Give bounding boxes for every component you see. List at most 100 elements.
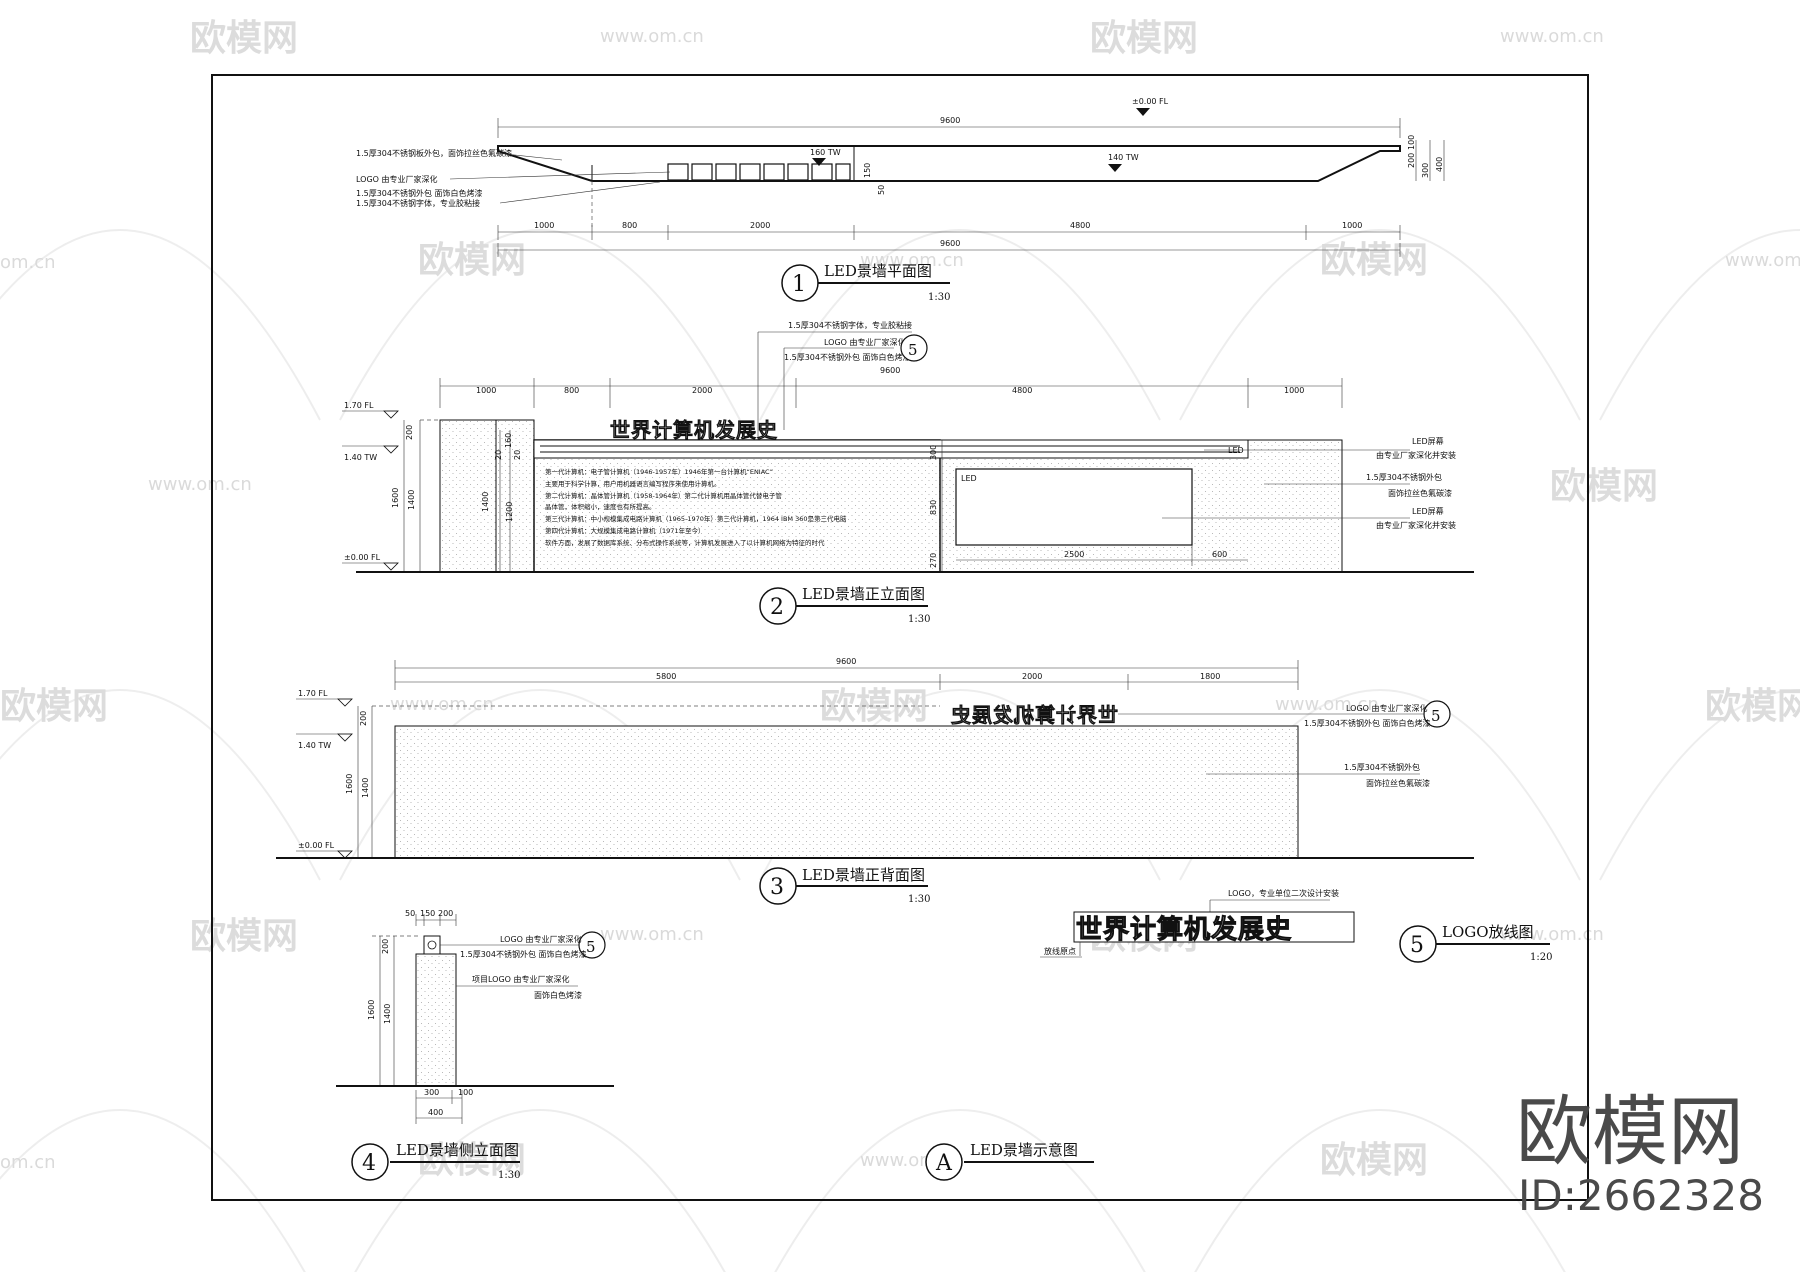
watermark-brand: 欧模网 bbox=[820, 686, 928, 727]
front-height-inner: 20 bbox=[513, 450, 522, 460]
back-headline-mirrored: 世界计算机发展史 bbox=[950, 703, 1118, 727]
logo-layout-view: LOGO，专业单位二次设计安装 世界计算机发展史 放线原点 5 LOGO放线图 … bbox=[1040, 888, 1552, 963]
front-height-inner: 1400 bbox=[481, 492, 490, 512]
plan-view-scale: 1:30 bbox=[928, 292, 950, 303]
front-level: ±0.00 FL bbox=[344, 553, 381, 562]
front-text-board bbox=[533, 439, 941, 573]
back-callout-number: 5 bbox=[1431, 707, 1441, 725]
logo-frame bbox=[1073, 911, 1355, 943]
plan-dim-bottom: 800 bbox=[622, 221, 637, 230]
side-elevation-view: 50 150 200 200 1600 1400 300 100 400 5 L… bbox=[336, 909, 614, 1181]
front-elevation-view: 1.5厚304不锈钢字体，专业胶粘接 LOGO 由专业厂家深化 1.5厚304不… bbox=[342, 320, 1474, 625]
back-dim: 2000 bbox=[1022, 672, 1042, 681]
watermark-brand: 欧模网 bbox=[418, 1140, 526, 1181]
side-height: 1600 bbox=[367, 1000, 376, 1020]
plan-view: ±0.00 FL 9600 160 TW 140 TW 150 50 bbox=[356, 97, 1445, 303]
back-level: ±0.00 FL bbox=[298, 841, 335, 850]
back-elevation-view: 9600 5800 2000 1800 1.70 FL 1.40 TW ±0.0… bbox=[276, 657, 1474, 905]
front-top-band bbox=[533, 439, 1249, 459]
plan-dim-right: 100 bbox=[1407, 135, 1416, 150]
watermark-url: www.om.cn bbox=[600, 924, 704, 945]
front-led-dim: 600 bbox=[1212, 550, 1227, 559]
brand-stamp: 欧模网 ID:2662328 bbox=[1516, 1087, 1764, 1220]
plan-level-marker bbox=[1136, 108, 1150, 116]
side-dim-top: 150 bbox=[420, 909, 435, 918]
plan-note: LOGO 由专业厂家深化 bbox=[356, 174, 438, 184]
plan-tw-right: 140 TW bbox=[1108, 153, 1139, 162]
watermark-brand: 欧模网 bbox=[1550, 466, 1658, 507]
back-note: LOGO 由专业厂家深化 bbox=[1346, 703, 1428, 713]
watermark-url: om.cn bbox=[0, 1152, 56, 1173]
watermark-brand: 欧模网 bbox=[190, 18, 298, 59]
schematic-view-number: A bbox=[935, 1151, 953, 1176]
front-note-right: 由专业厂家深化并安装 bbox=[1376, 520, 1456, 530]
logo-view-scale: 1:20 bbox=[1530, 952, 1552, 963]
watermark-brand: 欧模网 bbox=[1320, 240, 1428, 281]
plan-dim-right: 200 bbox=[1407, 153, 1416, 168]
plan-outline bbox=[497, 145, 1401, 182]
watermark-brand: 欧模网 bbox=[418, 240, 526, 281]
watermark-brand: 欧模网 bbox=[1090, 18, 1198, 59]
watermark-url: www.om.cn bbox=[1275, 694, 1379, 715]
plan-dim-bottom: 2000 bbox=[750, 221, 770, 230]
front-callout-note: 1.5厚304不锈钢外包 面饰白色烤漆 bbox=[784, 352, 911, 362]
watermark-brand: 欧模网 bbox=[1705, 686, 1800, 727]
plan-level-label: ±0.00 FL bbox=[1132, 97, 1169, 106]
front-height-inner: 160 bbox=[504, 433, 513, 448]
brand-logo-text: 欧模网 bbox=[1516, 1087, 1744, 1176]
side-view-scale: 1:30 bbox=[498, 1170, 520, 1181]
plan-view-title: LED景墙平面图 bbox=[824, 262, 932, 280]
plan-dim-mid: 50 bbox=[877, 185, 886, 195]
front-view-title: LED景墙正立面图 bbox=[802, 585, 925, 603]
back-wall-panel bbox=[394, 725, 1299, 859]
front-dim: 800 bbox=[564, 386, 579, 395]
front-text-line: 软件方面，发展了数据库系统、分布式操作系统等，计算机发展进入了以计算机网络为特征… bbox=[545, 538, 825, 547]
front-text-line: 第一代计算机：电子管计算机（1946-1957年）1946年第一台计算机“ENI… bbox=[545, 467, 773, 476]
front-note-right: 面饰拉丝色氟碳漆 bbox=[1388, 488, 1452, 498]
watermark-layer: 欧模网 www.om.cn 欧模网 www.om.cn om.cn 欧模网 ww… bbox=[0, 18, 1800, 1272]
side-dim-top: 50 bbox=[405, 909, 415, 918]
front-note-right: LED屏幕 bbox=[1412, 436, 1444, 446]
watermark-url: www.om.cn bbox=[600, 26, 704, 47]
sheet-border bbox=[211, 74, 1589, 1201]
plan-dim-top: 9600 bbox=[940, 116, 960, 125]
side-note: 1.5厚304不锈钢外包 面饰白色烤漆 bbox=[460, 949, 587, 959]
side-height: 1400 bbox=[383, 1004, 392, 1024]
front-height-left: 1400 bbox=[407, 490, 416, 510]
front-height-left: 200 bbox=[405, 425, 414, 440]
side-height: 200 bbox=[381, 939, 390, 954]
back-note: 1.5厚304不锈钢外包 bbox=[1344, 762, 1420, 772]
plan-view-number: 1 bbox=[792, 272, 806, 297]
plan-dim-mid: 150 bbox=[863, 163, 872, 178]
plan-dim-right: 300 bbox=[1421, 163, 1430, 178]
back-view-number: 3 bbox=[770, 875, 784, 900]
logo-view-title: LOGO放线图 bbox=[1442, 923, 1534, 941]
back-dim: 1800 bbox=[1200, 672, 1220, 681]
logo-view-number: 5 bbox=[1410, 933, 1424, 958]
watermark-url: www.om.cn bbox=[1500, 26, 1604, 47]
front-height-right: 300 bbox=[929, 445, 938, 460]
side-view-number: 4 bbox=[362, 1151, 376, 1176]
plan-dim-right: 400 bbox=[1435, 157, 1444, 172]
back-level: 1.40 TW bbox=[298, 741, 331, 750]
plan-logo-blocks bbox=[667, 163, 851, 181]
front-view-number: 2 bbox=[770, 595, 784, 620]
side-view-number-circle bbox=[351, 1143, 389, 1181]
front-wall-left-panel bbox=[439, 419, 535, 573]
logo-note-origin: 放线原点 bbox=[1044, 946, 1076, 956]
side-note: 面饰白色烤漆 bbox=[534, 990, 582, 1000]
front-level: 1.70 FL bbox=[344, 401, 374, 410]
front-callout-note: LOGO 由专业厂家深化 bbox=[824, 337, 906, 347]
plan-tw-left: 160 TW bbox=[810, 148, 841, 157]
plan-dim-bottom: 1000 bbox=[534, 221, 554, 230]
front-callout-number: 5 bbox=[908, 341, 918, 359]
front-text-line: 第二代计算机：晶体管计算机（1958-1964年）第二代计算机用晶体管代替电子管 bbox=[545, 491, 782, 500]
watermark-url: www.om.cn bbox=[1500, 924, 1604, 945]
side-dim-top: 200 bbox=[438, 909, 453, 918]
watermark-brand: 欧模网 bbox=[0, 686, 108, 727]
brand-id-text: ID:2662328 bbox=[1518, 1171, 1764, 1220]
front-view-scale: 1:30 bbox=[908, 614, 930, 625]
schematic-view-title: LED景墙示意图 bbox=[970, 1141, 1078, 1159]
front-height-right: 270 bbox=[929, 553, 938, 568]
plan-dim-total: 9600 bbox=[940, 239, 960, 248]
